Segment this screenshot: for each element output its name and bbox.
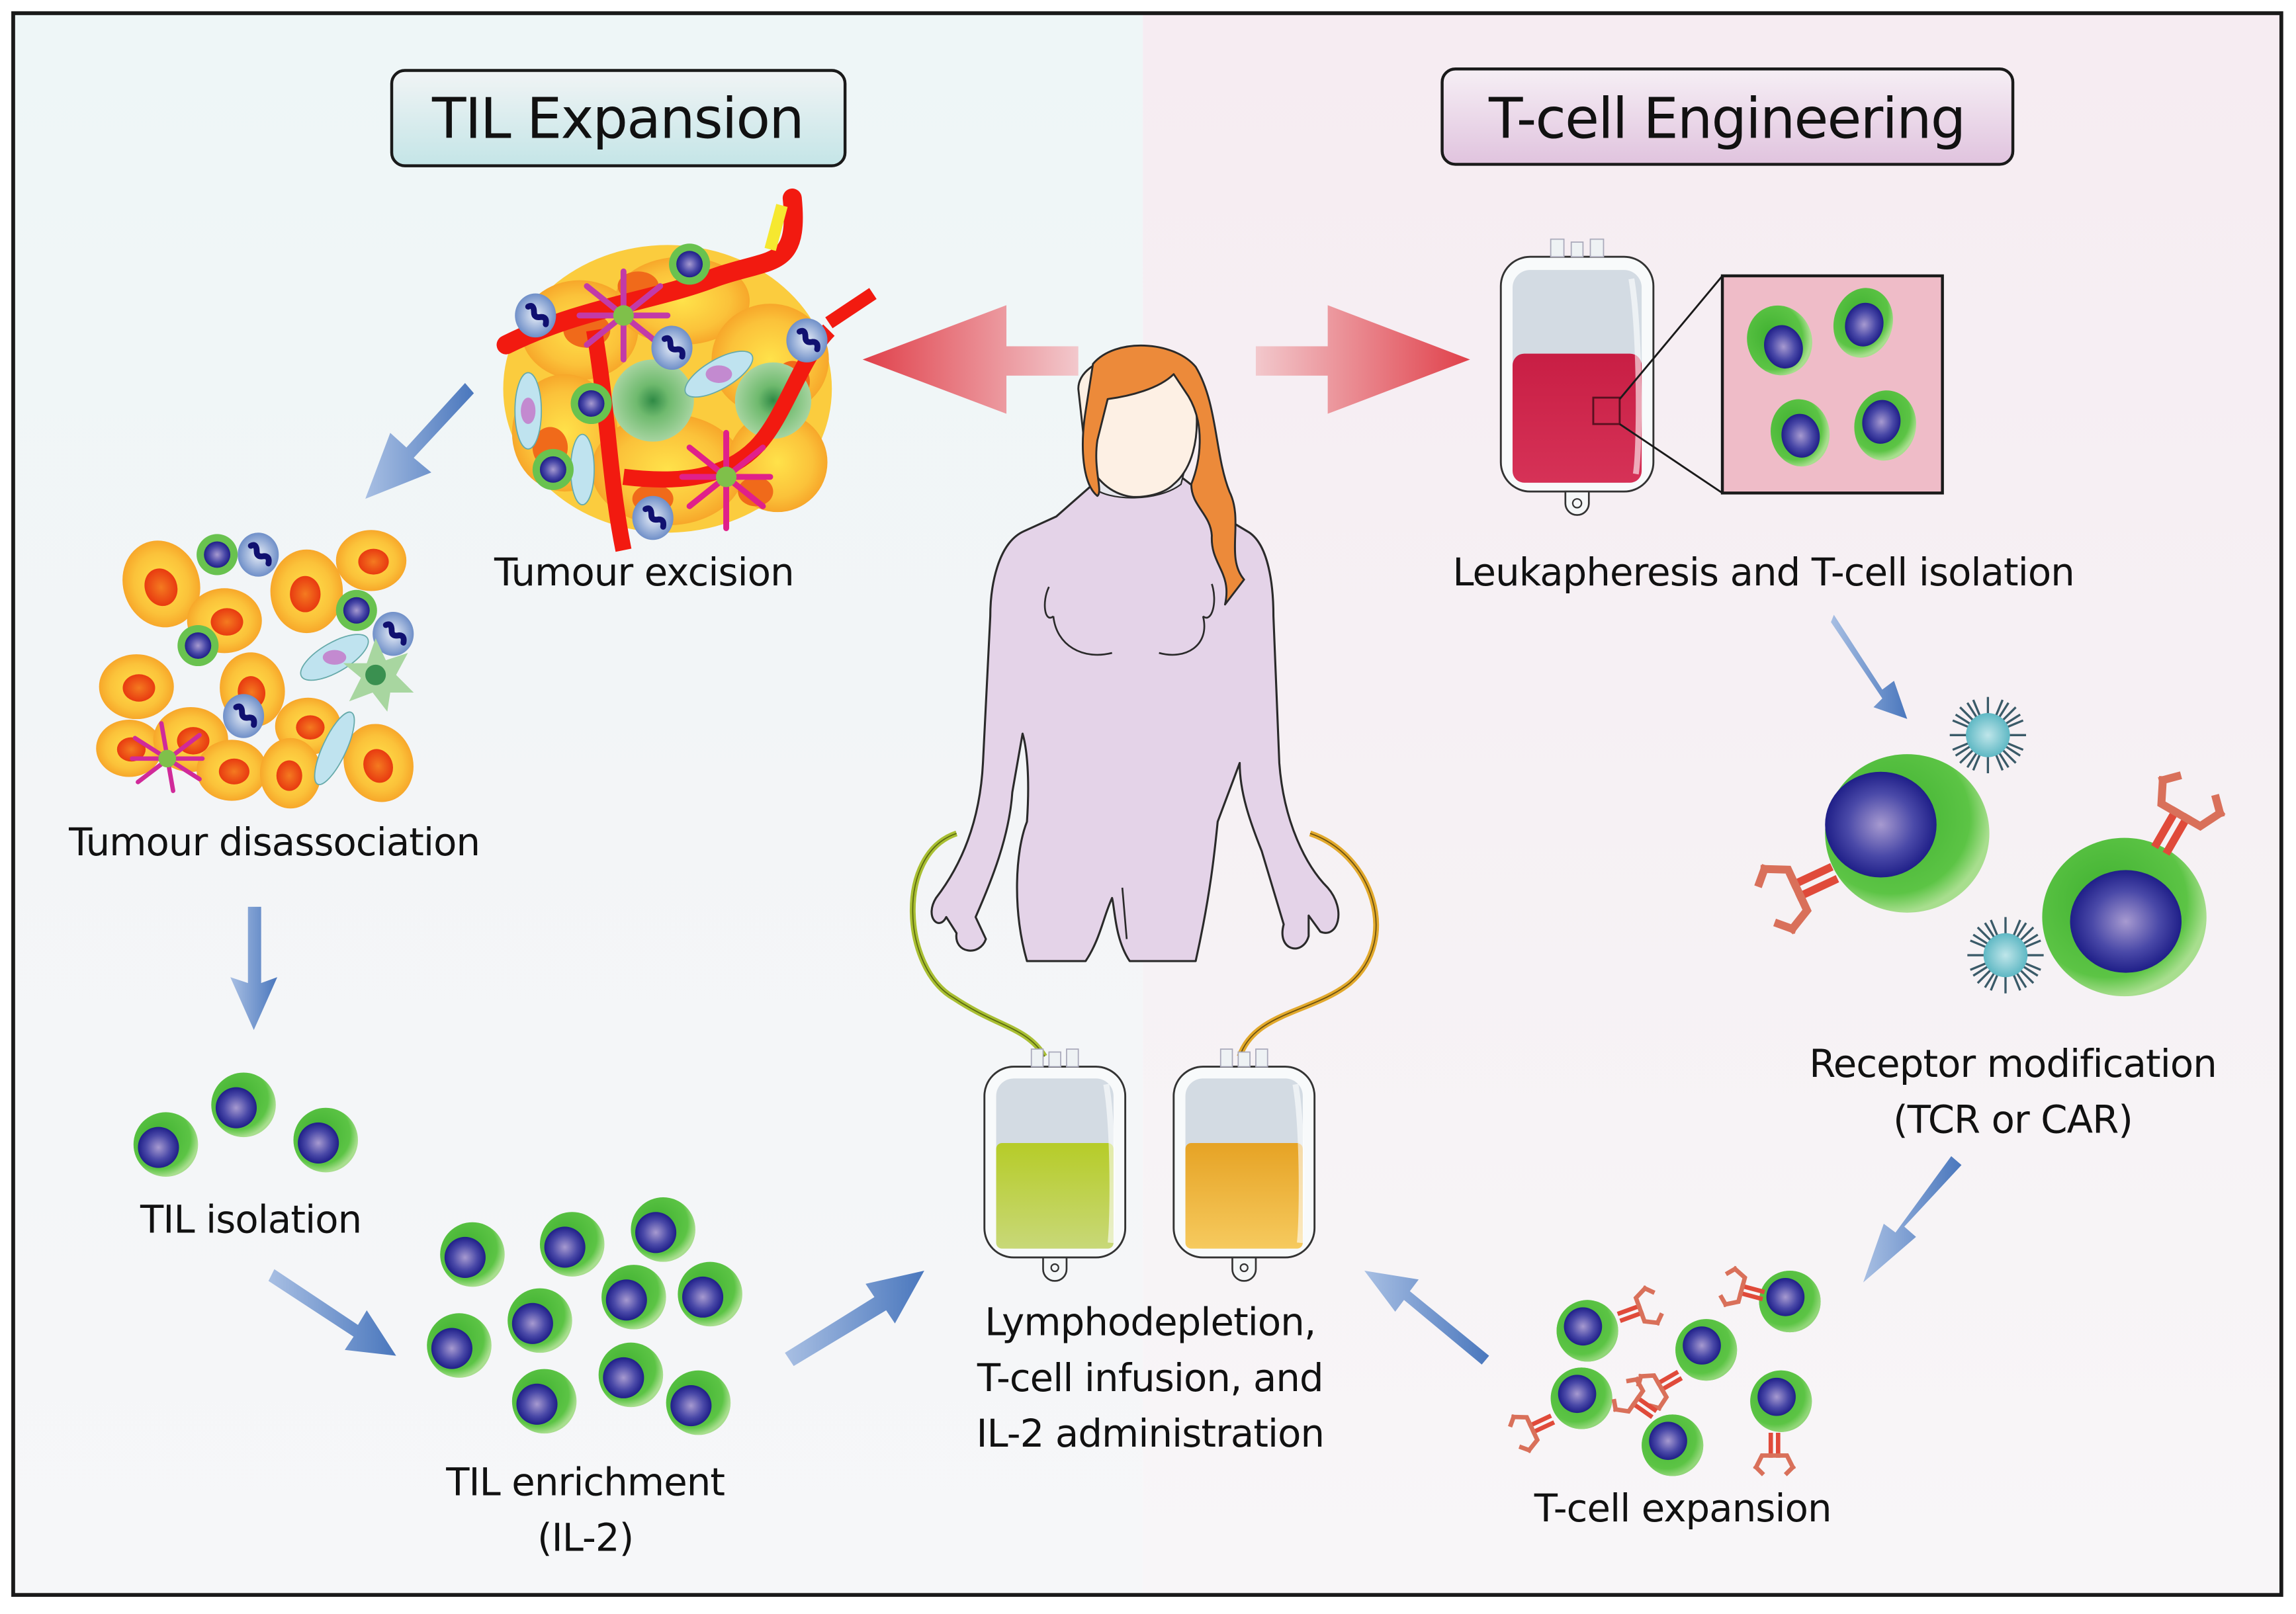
leukapheresis-label: Leukapheresis and T-cell isolation [1452,550,2074,595]
flow-arrow-excision-to-disassociation [365,382,474,499]
t-cell-expansion-label: T-cell expansion [1534,1486,1832,1531]
viral-vector-icon [1966,915,2045,995]
receptor-modification-sublabel: (TCR or CAR) [1893,1097,2133,1142]
tumour-excision-label: Tumour excision [494,550,794,595]
infusion-label-line-1: Lymphodepletion, [985,1300,1315,1345]
til-expansion-title: TIL Expansion [431,86,803,151]
tumour-disassociation-label: Tumour disassociation [68,820,480,865]
woman-figure-icon [930,344,1340,962]
infusion-tube-green-outline [912,833,1045,1057]
flow-arrow-enrichment-to-infusion [785,1270,924,1367]
viral-vector-icon [1949,695,2027,775]
receptor-modification-cells [1755,695,2225,997]
infusion-tube-orange-outline [1239,833,1377,1057]
flow-arrow-disassociation-to-isolation [230,906,278,1031]
flow-arrow-leukapheresis-to-receptor [1831,615,1908,719]
infusion-label-line-3: IL-2 administration [976,1411,1324,1456]
magnified-t-cells-box [1720,274,1944,495]
iv-bag-icon-green [983,1048,1127,1282]
figure-border [11,11,2283,1597]
zoom-line-bottom [1619,423,1723,494]
flow-arrow-receptor-to-expansion [1863,1156,1962,1283]
til-enrichment-label: TIL enrichment [445,1459,725,1504]
arrow-to-leukapheresis [1255,305,1470,414]
iv-bag-icon-orange [1172,1048,1316,1282]
flow-arrow-isolation-to-enrichment [268,1269,396,1356]
til-expansion-panel [13,13,1143,1595]
t-cell-engineering-title-box: T-cell Engineering [1440,67,2015,166]
til-expansion-title-box: TIL Expansion [390,69,847,167]
infusion-label-line-2: T-cell infusion, and [977,1355,1323,1400]
til-isolation-label: TIL isolation [140,1197,361,1242]
tumour-mass-icon [496,189,877,552]
t-cell-engineering-title: T-cell Engineering [1488,86,1965,151]
til-enrichment-il2-label: (IL-2) [537,1515,633,1560]
arrow-to-tumour-excision [862,305,1079,414]
iv-bag-icon-blood [1499,238,1655,516]
receptor-modification-label: Receptor modification [1809,1041,2217,1086]
zoom-line-top [1618,275,1724,400]
dissociated-tumour-cells-icon [96,529,425,812]
flow-arrow-expansion-to-infusion [1364,1270,1489,1365]
